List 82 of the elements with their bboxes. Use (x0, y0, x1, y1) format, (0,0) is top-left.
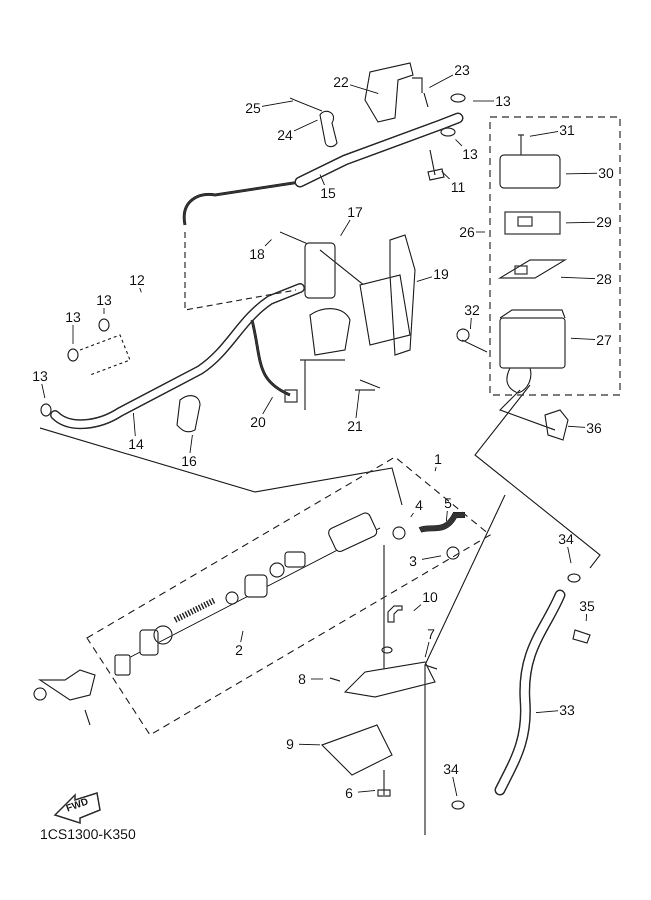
leader-line (410, 512, 414, 518)
leader-line (529, 131, 558, 137)
callout-number: 35 (575, 598, 599, 614)
part-code: 1CS1300-K350 (40, 826, 136, 842)
callout-number: 6 (337, 785, 361, 801)
leader-line (446, 510, 448, 522)
leader-line (470, 318, 472, 330)
callout-number: 32 (460, 302, 484, 318)
leader-line (294, 120, 318, 132)
leader-line (536, 710, 558, 714)
callout-number: 5 (436, 495, 460, 511)
callout-number: 34 (554, 531, 578, 547)
callout-number: 24 (273, 127, 297, 143)
leader-line (434, 466, 437, 472)
leader-line (350, 84, 379, 94)
leader-line (320, 174, 325, 186)
leader-line (262, 100, 294, 107)
leader-line (472, 100, 494, 102)
callout-number: 26 (455, 224, 479, 240)
leader-line (455, 139, 462, 146)
leader-line (566, 172, 598, 174)
callout-number: 13 (458, 146, 482, 162)
leader-line (190, 434, 193, 454)
callout-number: 31 (555, 122, 579, 138)
leader-line (441, 170, 450, 180)
callout-number: 4 (407, 497, 431, 513)
callout-number: 13 (61, 309, 85, 325)
callout-number: 19 (429, 266, 453, 282)
callout-number: 13 (28, 368, 52, 384)
callout-number: 33 (555, 702, 579, 718)
callout-number: 20 (246, 414, 270, 430)
callout-number: 17 (343, 204, 367, 220)
callout-number: 22 (329, 74, 353, 90)
leader-line (139, 288, 142, 293)
leader-line (310, 678, 324, 680)
leader-line (568, 426, 586, 428)
callout-number: 29 (592, 214, 616, 230)
leader-line (41, 384, 46, 399)
leader-line (298, 744, 320, 746)
callout-number: 34 (439, 761, 463, 777)
callout-number: 21 (343, 418, 367, 434)
callout-number: 28 (592, 271, 616, 287)
callout-number: 10 (418, 589, 442, 605)
leader-line (424, 642, 430, 658)
leader-line (413, 604, 422, 612)
callout-number: 3 (401, 553, 425, 569)
callout-number: 30 (594, 165, 618, 181)
leader-line (240, 630, 244, 642)
leader-line (422, 555, 442, 560)
callout-number: 16 (177, 453, 201, 469)
callout-number: 9 (278, 736, 302, 752)
fwd-text: FWD (64, 796, 90, 815)
leader-line (566, 222, 596, 224)
leader-line (262, 396, 273, 414)
callout-number: 15 (316, 185, 340, 201)
callout-number: 36 (582, 420, 606, 436)
callout-number: 11 (446, 179, 470, 195)
leader-line (416, 276, 432, 282)
callout-number: 7 (419, 626, 443, 642)
leader-line (567, 546, 572, 564)
callout-number: 13 (92, 292, 116, 308)
leader-line (358, 790, 376, 793)
leader-line (586, 614, 588, 622)
callout-number: 14 (124, 436, 148, 452)
callout-number: 25 (241, 100, 265, 116)
leader-line (132, 412, 136, 436)
leader-line (428, 74, 454, 88)
callout-number: 12 (125, 272, 149, 288)
leader-line (452, 776, 458, 797)
leader-line (570, 338, 596, 340)
callout-number: 8 (290, 671, 314, 687)
callout-number: 13 (491, 93, 515, 109)
callout-number: 1 (426, 451, 450, 467)
callout-number: 18 (245, 246, 269, 262)
leader-line (72, 324, 74, 344)
leader-line (356, 390, 360, 418)
leader-line (560, 276, 596, 280)
leader-line (264, 239, 272, 246)
callout-number: 2 (227, 642, 251, 658)
callout-number: 27 (592, 332, 616, 348)
leader-line (340, 220, 351, 236)
callout-number: 23 (450, 62, 474, 78)
